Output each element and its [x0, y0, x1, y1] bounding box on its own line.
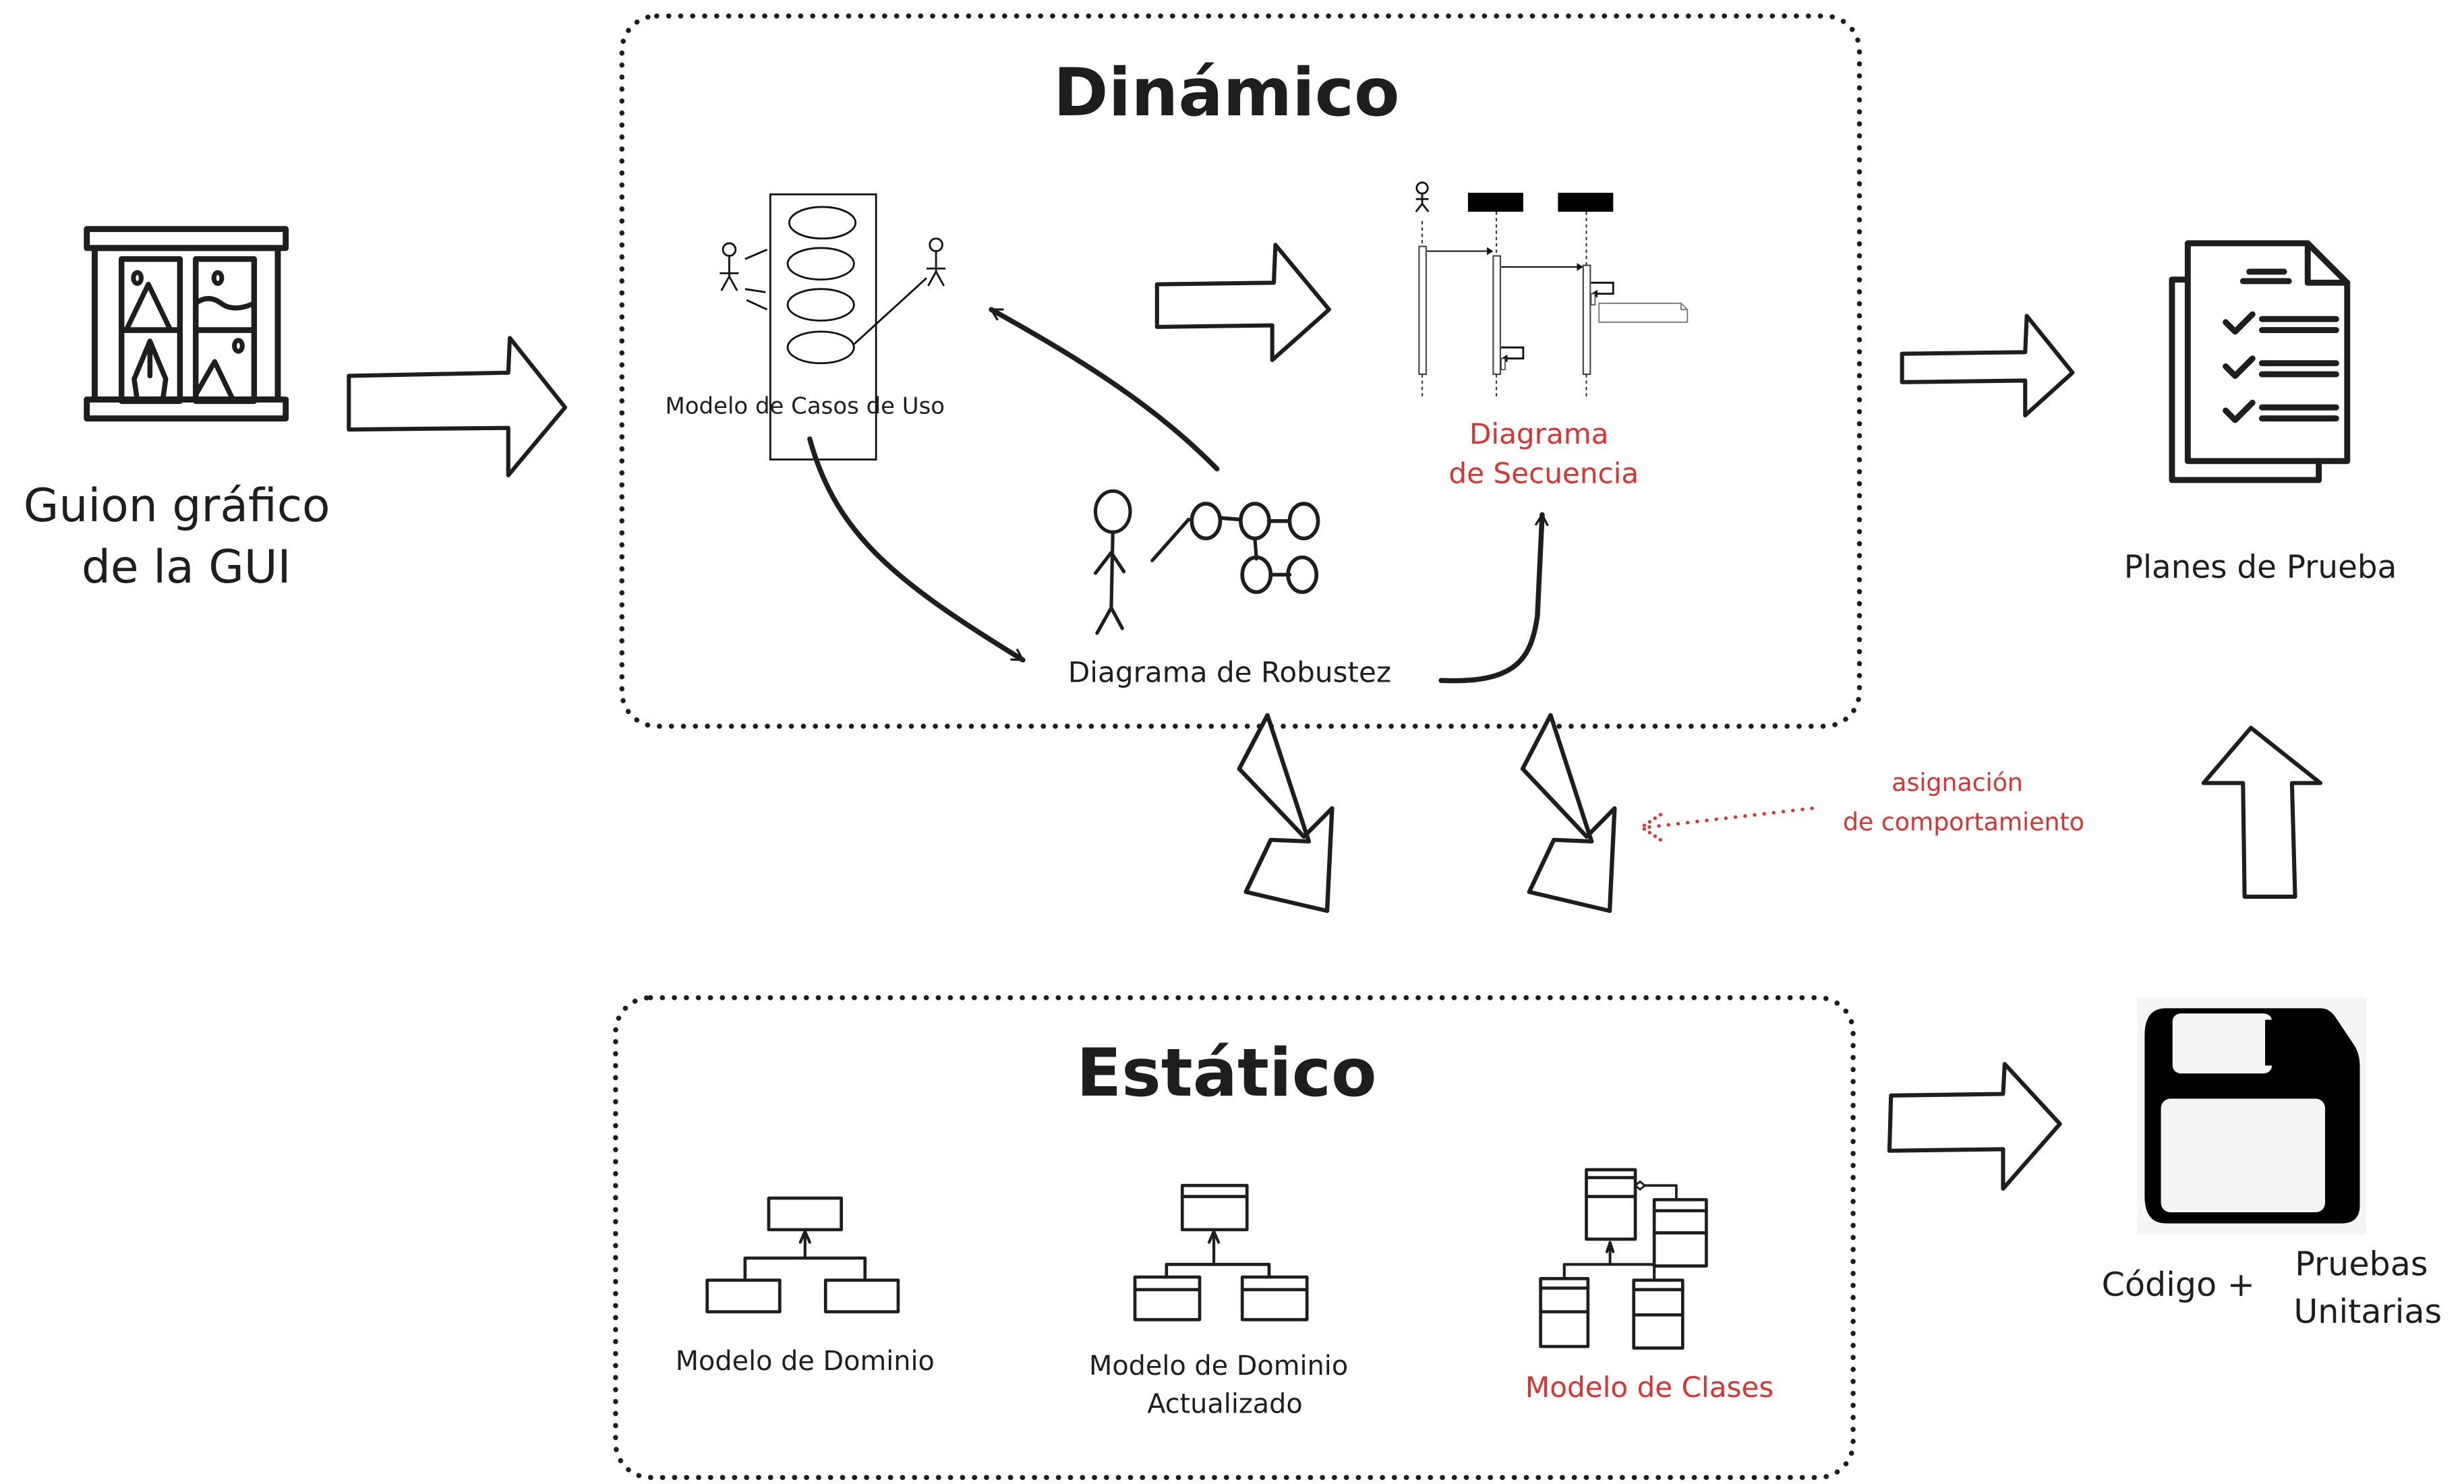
- class-model-label: Modelo de Clases: [1525, 1371, 1773, 1404]
- class-hierarchy-simple-icon: [705, 1196, 900, 1313]
- class-diagram-icon: [1539, 1168, 1708, 1350]
- behavior-assignment-annotation: asignación de comportamiento: [1638, 768, 2084, 842]
- test-plans-label: Planes de Prueba: [2124, 550, 2397, 586]
- storyboard-label-line2: de la GUI: [82, 541, 291, 594]
- updated-domain-model-label-line2: Actualizado: [1147, 1388, 1303, 1419]
- dotted-pointer-arrow: [1646, 806, 1814, 829]
- static-group-title: Estático: [1076, 1035, 1376, 1112]
- gui-window-icon: [84, 226, 289, 422]
- flow-arrow-dynamic-to-static-2: [1520, 713, 1617, 914]
- unit-tests-label-line2: Unitarias: [2293, 1292, 2442, 1331]
- checklist-document-icon: [2169, 240, 2351, 483]
- sequence-diagram-label-line1: Diagrama: [1469, 417, 1609, 450]
- flow-arrow-robustness-to-sequence: [1438, 512, 1549, 684]
- dynamic-group-title: Dinámico: [1053, 55, 1400, 131]
- use-case-model-label: Modelo de Casos de Uso: [666, 393, 945, 420]
- use-case-diagram-icon: [720, 193, 946, 461]
- storyboard-node: Guion gráfico de la GUI: [24, 226, 330, 594]
- updated-domain-model-label-line1: Modelo de Dominio: [1089, 1351, 1348, 1382]
- flow-arrow-dynamic-to-static-1: [1237, 713, 1334, 914]
- sequence-diagram-icon: [1415, 181, 1689, 398]
- static-group: Estático Modelo de Dominio Modelo de Dom…: [613, 995, 1856, 1481]
- static-group-border: [613, 995, 1856, 1481]
- behavior-assignment-line2: de comportamiento: [1843, 808, 2084, 837]
- class-hierarchy-compartments-icon: [1133, 1183, 1309, 1322]
- robustness-diagram-icon: [1093, 489, 1320, 635]
- flow-arrow-usecase-to-sequence: [1154, 243, 1332, 363]
- robustness-diagram-label: Diagrama de Robustez: [1068, 656, 1391, 689]
- unit-tests-label-line1: Pruebas: [2295, 1245, 2428, 1284]
- dynamic-group: Dinámico Modelo de Casos de Uso: [619, 13, 1862, 729]
- floppy-disk-icon: [2137, 997, 2366, 1235]
- domain-model-label: Modelo de Dominio: [676, 1346, 935, 1377]
- test-plans-node: Planes de Prueba: [2124, 240, 2397, 586]
- flow-arrow-code-to-testplans: [2201, 725, 2323, 899]
- flow-arrow-storyboard-to-dynamic: [347, 336, 568, 477]
- flow-arrow-usecase-to-robustness: [807, 436, 1026, 663]
- code-tests-node: Código + Pruebas Unitarias: [2102, 997, 2442, 1331]
- flow-arrow-robustness-to-usecase: [989, 307, 1220, 472]
- flow-arrow-static-to-code: [1887, 1061, 2062, 1191]
- code-label: Código +: [2102, 1265, 2255, 1304]
- sequence-diagram-label-line2: de Secuencia: [1448, 457, 1639, 490]
- storyboard-label-line1: Guion gráfico: [24, 479, 330, 533]
- flow-arrow-dynamic-to-testplans: [1900, 314, 2075, 417]
- behavior-assignment-line1: asignación: [1891, 768, 2023, 797]
